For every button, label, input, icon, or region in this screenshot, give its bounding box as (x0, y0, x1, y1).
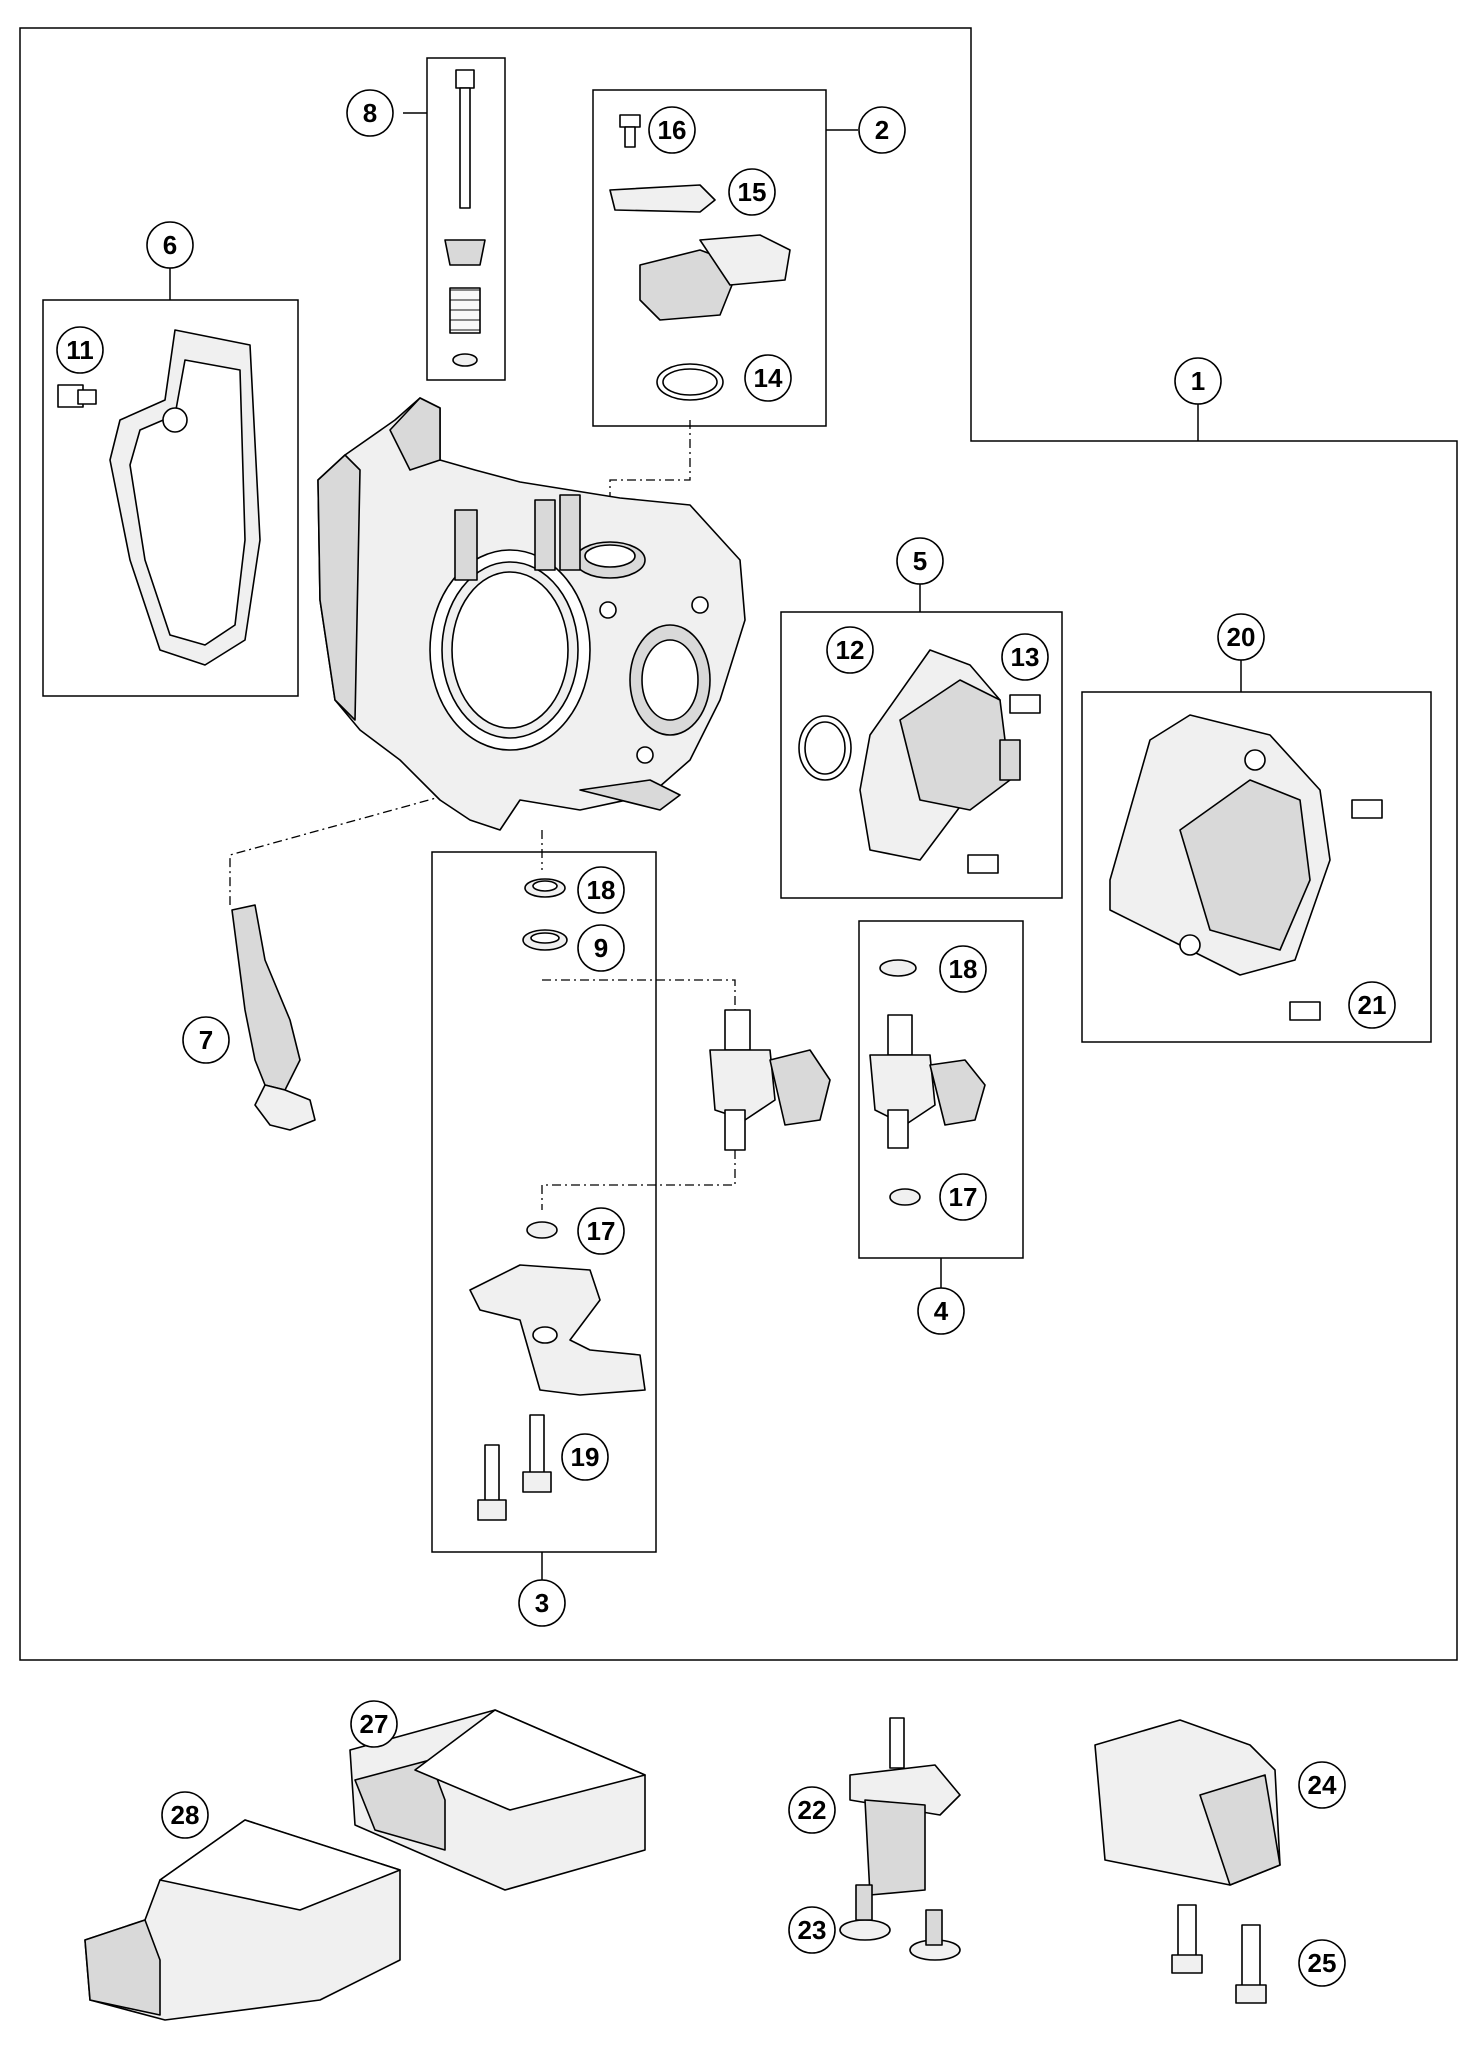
callout-12: 12 (826, 626, 874, 674)
ecu-28-drawing (84, 1819, 401, 2021)
group-box-3 (431, 851, 657, 1553)
ecu-27-drawing (349, 1709, 646, 1891)
svg-text:16: 16 (658, 115, 687, 145)
callout-25: 25 (1298, 1939, 1346, 1987)
callout-18-kit3: 18 (577, 866, 625, 914)
svg-text:23: 23 (798, 1915, 827, 1945)
callout-17-kit3: 17 (577, 1207, 625, 1255)
svg-text:5: 5 (913, 546, 927, 576)
callout-5: 5 (896, 537, 944, 585)
callout-22: 22 (788, 1786, 836, 1834)
svg-text:17: 17 (949, 1182, 978, 1212)
svg-text:24: 24 (1308, 1770, 1337, 1800)
callout-6: 6 (146, 221, 194, 269)
callout-24: 24 (1298, 1761, 1346, 1809)
injector-4-drawing (869, 959, 986, 1206)
throttle-body-drawing (317, 397, 746, 831)
sensor-kit-2-drawing (609, 114, 791, 401)
callout-21: 21 (1348, 981, 1396, 1029)
svg-text:15: 15 (738, 177, 767, 207)
svg-text:1: 1 (1191, 366, 1205, 396)
callout-23: 23 (788, 1906, 836, 1954)
callout-4: 4 (917, 1287, 965, 1335)
svg-text:3: 3 (535, 1588, 549, 1618)
callout-2: 2 (858, 106, 906, 154)
svg-text:22: 22 (798, 1795, 827, 1825)
injector-kit-3-drawing (469, 878, 831, 1521)
svg-text:25: 25 (1308, 1948, 1337, 1978)
assembly-center-lines (229, 420, 736, 1210)
callout-1: 1 (1174, 357, 1222, 405)
callout-7: 7 (182, 1016, 230, 1064)
leader-lines (169, 112, 1242, 1580)
group-box-8 (426, 57, 506, 381)
group-box-20 (1081, 691, 1432, 1043)
sensor-24-drawing (1094, 1719, 1281, 2004)
idle-screw-drawing (444, 69, 486, 367)
svg-text:19: 19 (571, 1442, 600, 1472)
group-box-2 (592, 89, 827, 427)
svg-text:18: 18 (949, 954, 978, 984)
callout-9: 9 (577, 924, 625, 972)
callout-14: 14 (744, 354, 792, 402)
svg-text:20: 20 (1227, 622, 1256, 652)
assembly-1-frame (19, 27, 1458, 1661)
svg-text:9: 9 (594, 933, 608, 963)
svg-text:14: 14 (754, 363, 783, 393)
callout-8: 8 (346, 89, 394, 137)
callout-15: 15 (728, 168, 776, 216)
sensor-7-drawing (231, 904, 316, 1131)
svg-text:12: 12 (836, 635, 865, 665)
callout-27: 27 (350, 1700, 398, 1748)
callout-18-kit4: 18 (939, 945, 987, 993)
svg-text:6: 6 (163, 230, 177, 260)
sensor-22-drawing (839, 1717, 961, 1961)
callout-3: 3 (518, 1579, 566, 1627)
sensor-20-drawing (1109, 714, 1383, 1021)
callout-19: 19 (561, 1433, 609, 1481)
callout-28: 28 (161, 1791, 209, 1839)
svg-text:27: 27 (360, 1709, 389, 1739)
callout-16: 16 (648, 106, 696, 154)
svg-text:17: 17 (587, 1216, 616, 1246)
group-box-5 (780, 611, 1063, 899)
sensor-5-drawing (798, 649, 1041, 874)
svg-text:7: 7 (199, 1025, 213, 1055)
svg-text:21: 21 (1358, 990, 1387, 1020)
callout-17-kit4: 17 (939, 1173, 987, 1221)
svg-text:2: 2 (875, 115, 889, 145)
svg-text:18: 18 (587, 875, 616, 905)
svg-text:13: 13 (1011, 642, 1040, 672)
cover-6-drawing (57, 329, 261, 666)
callout-13: 13 (1001, 633, 1049, 681)
svg-text:28: 28 (171, 1800, 200, 1830)
callout-20: 20 (1217, 613, 1265, 661)
svg-text:11: 11 (66, 335, 94, 365)
svg-text:8: 8 (363, 98, 377, 128)
svg-text:4: 4 (934, 1296, 949, 1326)
callout-11: 11 (56, 326, 104, 374)
